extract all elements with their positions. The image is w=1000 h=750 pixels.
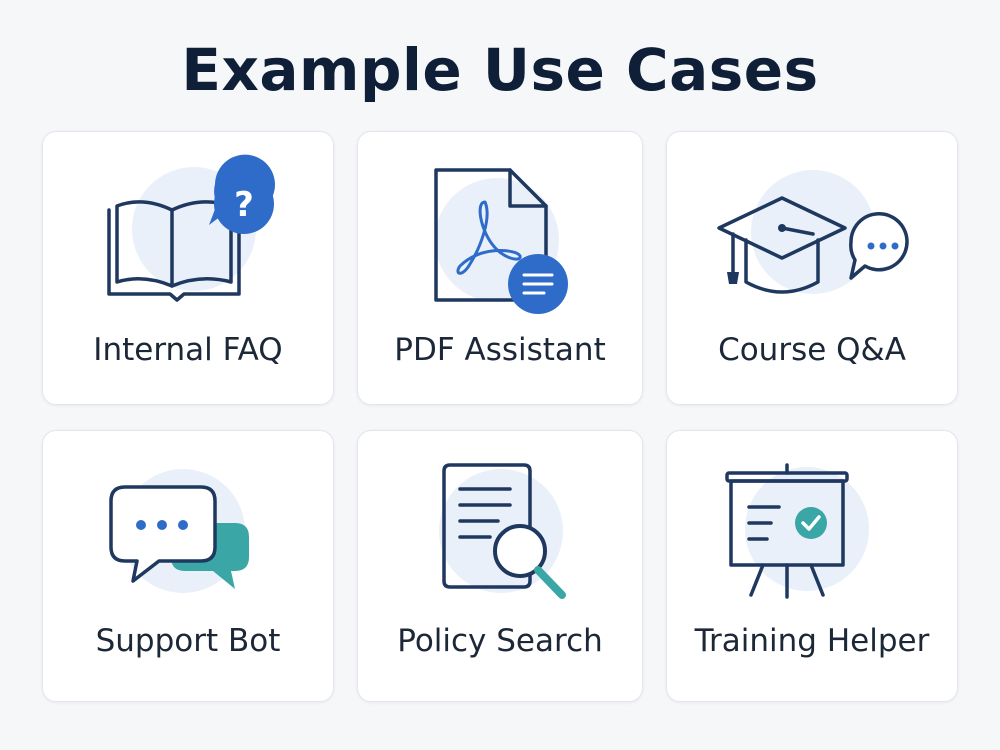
page-title: Example Use Cases [181, 36, 819, 104]
card-pdf-assistant[interactable]: PDF Assistant [357, 131, 643, 405]
card-label-pdf-assistant: PDF Assistant [394, 332, 606, 368]
card-label-internal-faq: Internal FAQ [93, 332, 283, 368]
card-internal-faq[interactable]: ? Internal FAQ [42, 131, 334, 405]
svg-text:?: ? [234, 185, 254, 225]
card-label-policy-search: Policy Search [397, 623, 603, 659]
pdf-document-icon [434, 168, 568, 314]
document-search-icon [439, 463, 566, 599]
card-policy-search[interactable]: Policy Search [357, 430, 643, 702]
graduation-cap-chat-icon [717, 170, 909, 294]
presentation-board-icon [725, 463, 869, 599]
card-label-training-helper: Training Helper [694, 623, 930, 659]
card-label-support-bot: Support Bot [95, 623, 281, 659]
chat-bubbles-icon [109, 469, 249, 593]
card-course-qa[interactable]: Course Q&A [666, 131, 958, 405]
book-question-icon: ? [107, 154, 275, 302]
card-support-bot[interactable]: Support Bot [42, 430, 334, 702]
card-label-course-qa: Course Q&A [718, 332, 906, 368]
card-training-helper[interactable]: Training Helper [666, 430, 958, 702]
